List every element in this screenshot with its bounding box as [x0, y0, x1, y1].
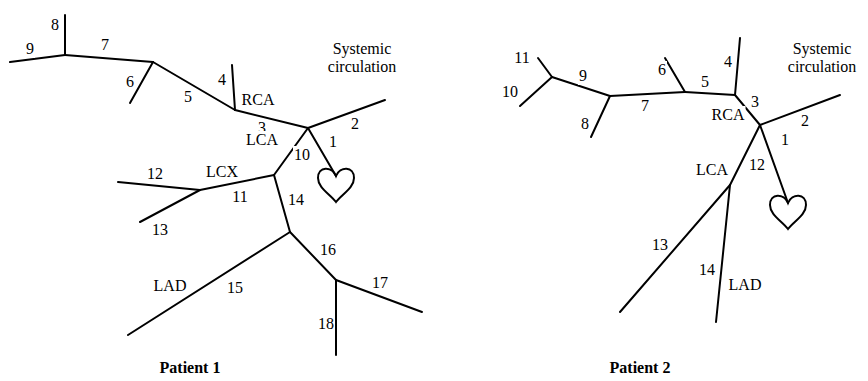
patient-1-tree	[10, 15, 422, 355]
callout-number: 9	[25, 40, 35, 58]
panel-caption: Patient 1	[159, 359, 222, 377]
vessel	[64, 15, 66, 55]
callout-number: 5	[700, 73, 710, 91]
callout-number: 2	[800, 112, 810, 130]
callout-number: 6	[657, 61, 667, 79]
flow-label: Systemic circulation	[781, 40, 863, 76]
callout-number: 17	[371, 274, 389, 292]
flow-label: Systemic circulation	[321, 40, 403, 76]
callout-number: 7	[640, 97, 650, 115]
vessel	[685, 92, 735, 95]
callout-number: 18	[317, 315, 335, 333]
panel-caption: Patient 2	[609, 359, 672, 377]
callout-number: 1	[780, 131, 790, 149]
heart-symbol	[770, 196, 806, 229]
vessel	[65, 55, 153, 62]
callout-number: 13	[651, 236, 669, 254]
vessel	[10, 55, 65, 62]
vessel-name: LCA	[695, 161, 729, 179]
callout-number: 4	[723, 53, 733, 71]
callout-number: 11	[231, 188, 248, 206]
heart-symbol	[318, 169, 354, 202]
callout-number: 8	[580, 115, 590, 133]
vessel	[153, 62, 235, 110]
callout-number: 14	[287, 191, 305, 209]
vessel-name: LAD	[728, 276, 763, 294]
vessel	[735, 38, 740, 95]
callout-number: 12	[146, 165, 164, 183]
callout-number: 1	[328, 133, 338, 151]
callout-number: 10	[501, 83, 519, 101]
vessel	[620, 185, 730, 312]
vessel	[665, 58, 685, 92]
vessel	[591, 96, 610, 137]
callout-number: 5	[183, 88, 193, 106]
callout-number: 10	[293, 146, 311, 164]
vessel-name: LCA	[245, 131, 279, 149]
vessel-name: LAD	[153, 277, 188, 295]
callout-number: 4	[217, 71, 227, 89]
callout-number: 2	[350, 115, 360, 133]
callout-number: 16	[319, 241, 337, 259]
callout-number: 6	[125, 73, 135, 91]
vessel	[610, 92, 685, 96]
vessel	[118, 182, 200, 190]
vessel	[232, 65, 235, 110]
callout-number: 12	[748, 156, 766, 174]
callout-number: 15	[226, 279, 244, 297]
vessel-name: RCA	[711, 106, 746, 124]
callout-number: 13	[151, 221, 169, 239]
callout-number: 11	[513, 49, 530, 67]
vessel	[290, 232, 336, 280]
callout-number: 7	[100, 36, 110, 54]
vessel	[235, 110, 308, 128]
callout-number: 8	[50, 16, 60, 34]
vessel	[308, 100, 385, 128]
callout-number: 14	[698, 261, 716, 279]
callout-number: 3	[750, 93, 760, 111]
vessel	[520, 77, 552, 106]
vessel-name: LCX	[205, 163, 239, 181]
vessel	[335, 280, 337, 355]
vessel	[140, 190, 200, 222]
patient-2-tree	[520, 38, 840, 322]
vessel	[538, 58, 552, 77]
vessel-name: RCA	[241, 91, 276, 109]
callout-number: 9	[578, 67, 588, 85]
vessel	[730, 125, 760, 185]
vessel	[128, 232, 290, 335]
vessel	[716, 185, 730, 322]
